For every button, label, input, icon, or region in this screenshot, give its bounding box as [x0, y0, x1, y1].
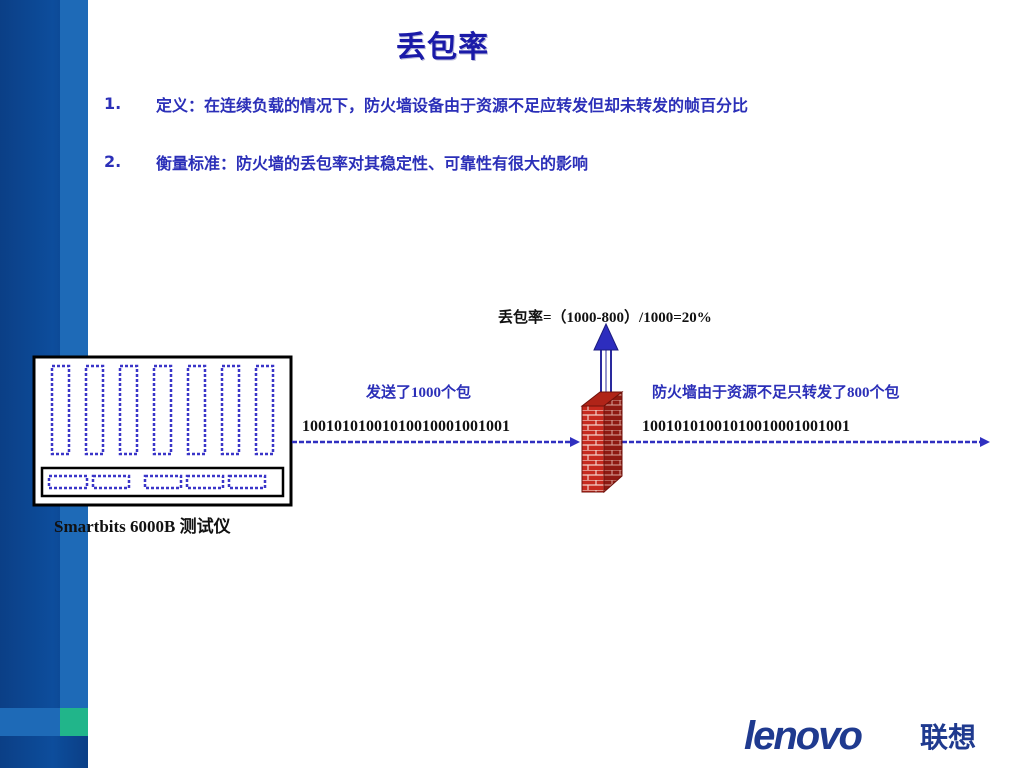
forwarded-flow-arrow [622, 437, 990, 447]
bitstream-forwarded: 1001010100101001000100100​1 [642, 418, 850, 435]
bullet-text: 衡量标准：防火墙的丢包率对其稳定性、可靠性有很大的影响 [156, 154, 589, 173]
device-slot-cards [47, 364, 275, 490]
device-label: Smartbits 6000B 测试仪 [54, 517, 231, 536]
firewall-icon [580, 390, 624, 494]
bullet-number: 2. [104, 152, 122, 171]
sidebar-stripe [60, 0, 88, 708]
forwarded-packets-label: 防火墙由于资源不足只转发了800个包 [652, 385, 900, 401]
decor-square-blue [0, 708, 60, 736]
lenovo-logo: lenovo [744, 714, 863, 758]
bullet-text: 定义：在连续负载的情况下，防火墙设备由于资源不足应转发但却未转发的帧百分比 [156, 96, 749, 115]
bitstream-sent: 1001010100101001000100100​1 [302, 418, 510, 435]
decor-square-green [60, 708, 88, 736]
sent-packets-label: 发送了1000个包 [366, 385, 472, 401]
slide-title: 丢包率 [396, 30, 489, 65]
loss-rate-formula: 丢包率=（1000-800）/1000=20% [498, 310, 712, 326]
sent-flow-arrow [292, 437, 580, 447]
smartbits-device [32, 355, 293, 507]
lenovo-logo-cn: 联想 [920, 721, 977, 754]
bullet-number: 1. [104, 94, 122, 113]
loss-up-arrow [593, 322, 619, 397]
